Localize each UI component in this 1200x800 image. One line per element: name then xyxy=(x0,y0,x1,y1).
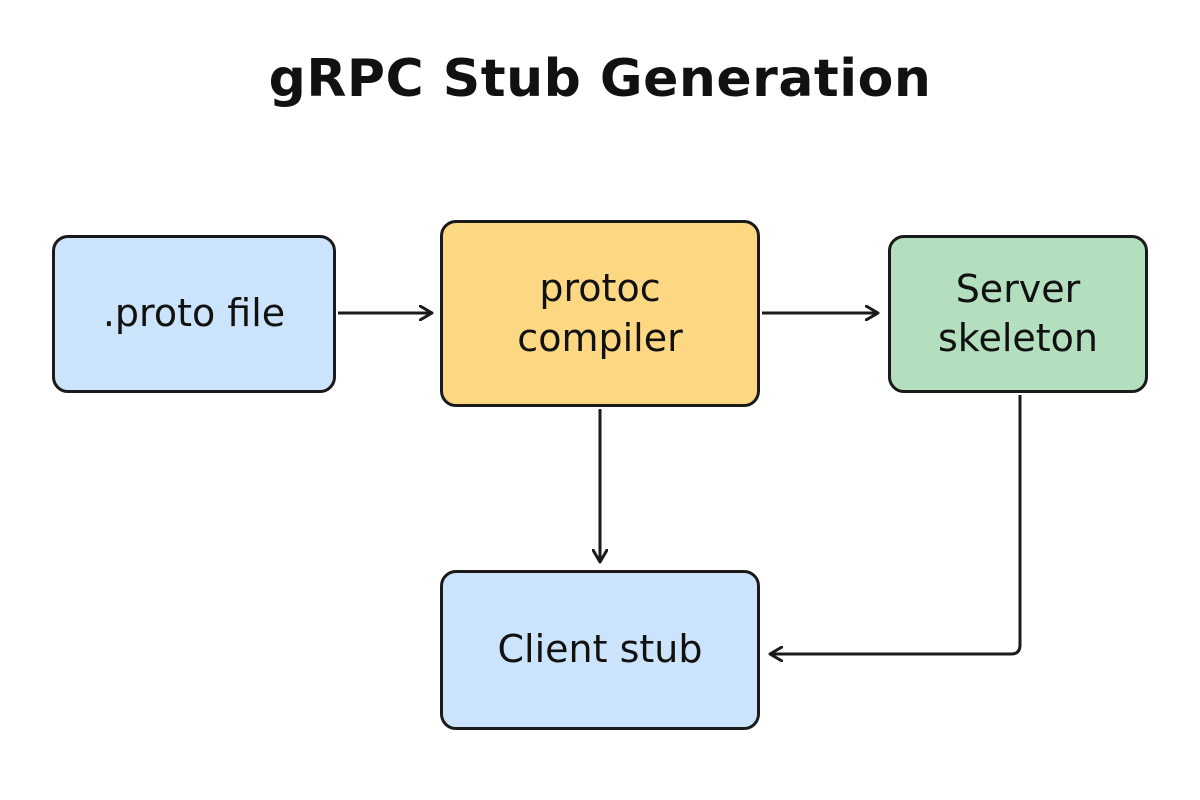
node-server-skeleton: Server skeleton xyxy=(888,235,1148,393)
arrow-server-to-client xyxy=(770,395,1022,654)
node-protoc-compiler: protoc compiler xyxy=(440,220,760,407)
node-server-label-line-1: Server xyxy=(955,266,1081,311)
node-client-stub: Client stub xyxy=(440,570,760,730)
node-protoc-label-line-1: protoc xyxy=(539,266,661,311)
node-server-label-line-2: skeleton xyxy=(938,316,1098,360)
node-proto-file: .proto file xyxy=(52,235,336,393)
diagram-title: gRPC Stub Generation xyxy=(268,49,932,109)
node-protoc-label-line-2: compiler xyxy=(517,315,683,360)
node-client-stub-label: Client stub xyxy=(497,627,703,672)
node-proto-file-label: .proto file xyxy=(102,291,286,336)
